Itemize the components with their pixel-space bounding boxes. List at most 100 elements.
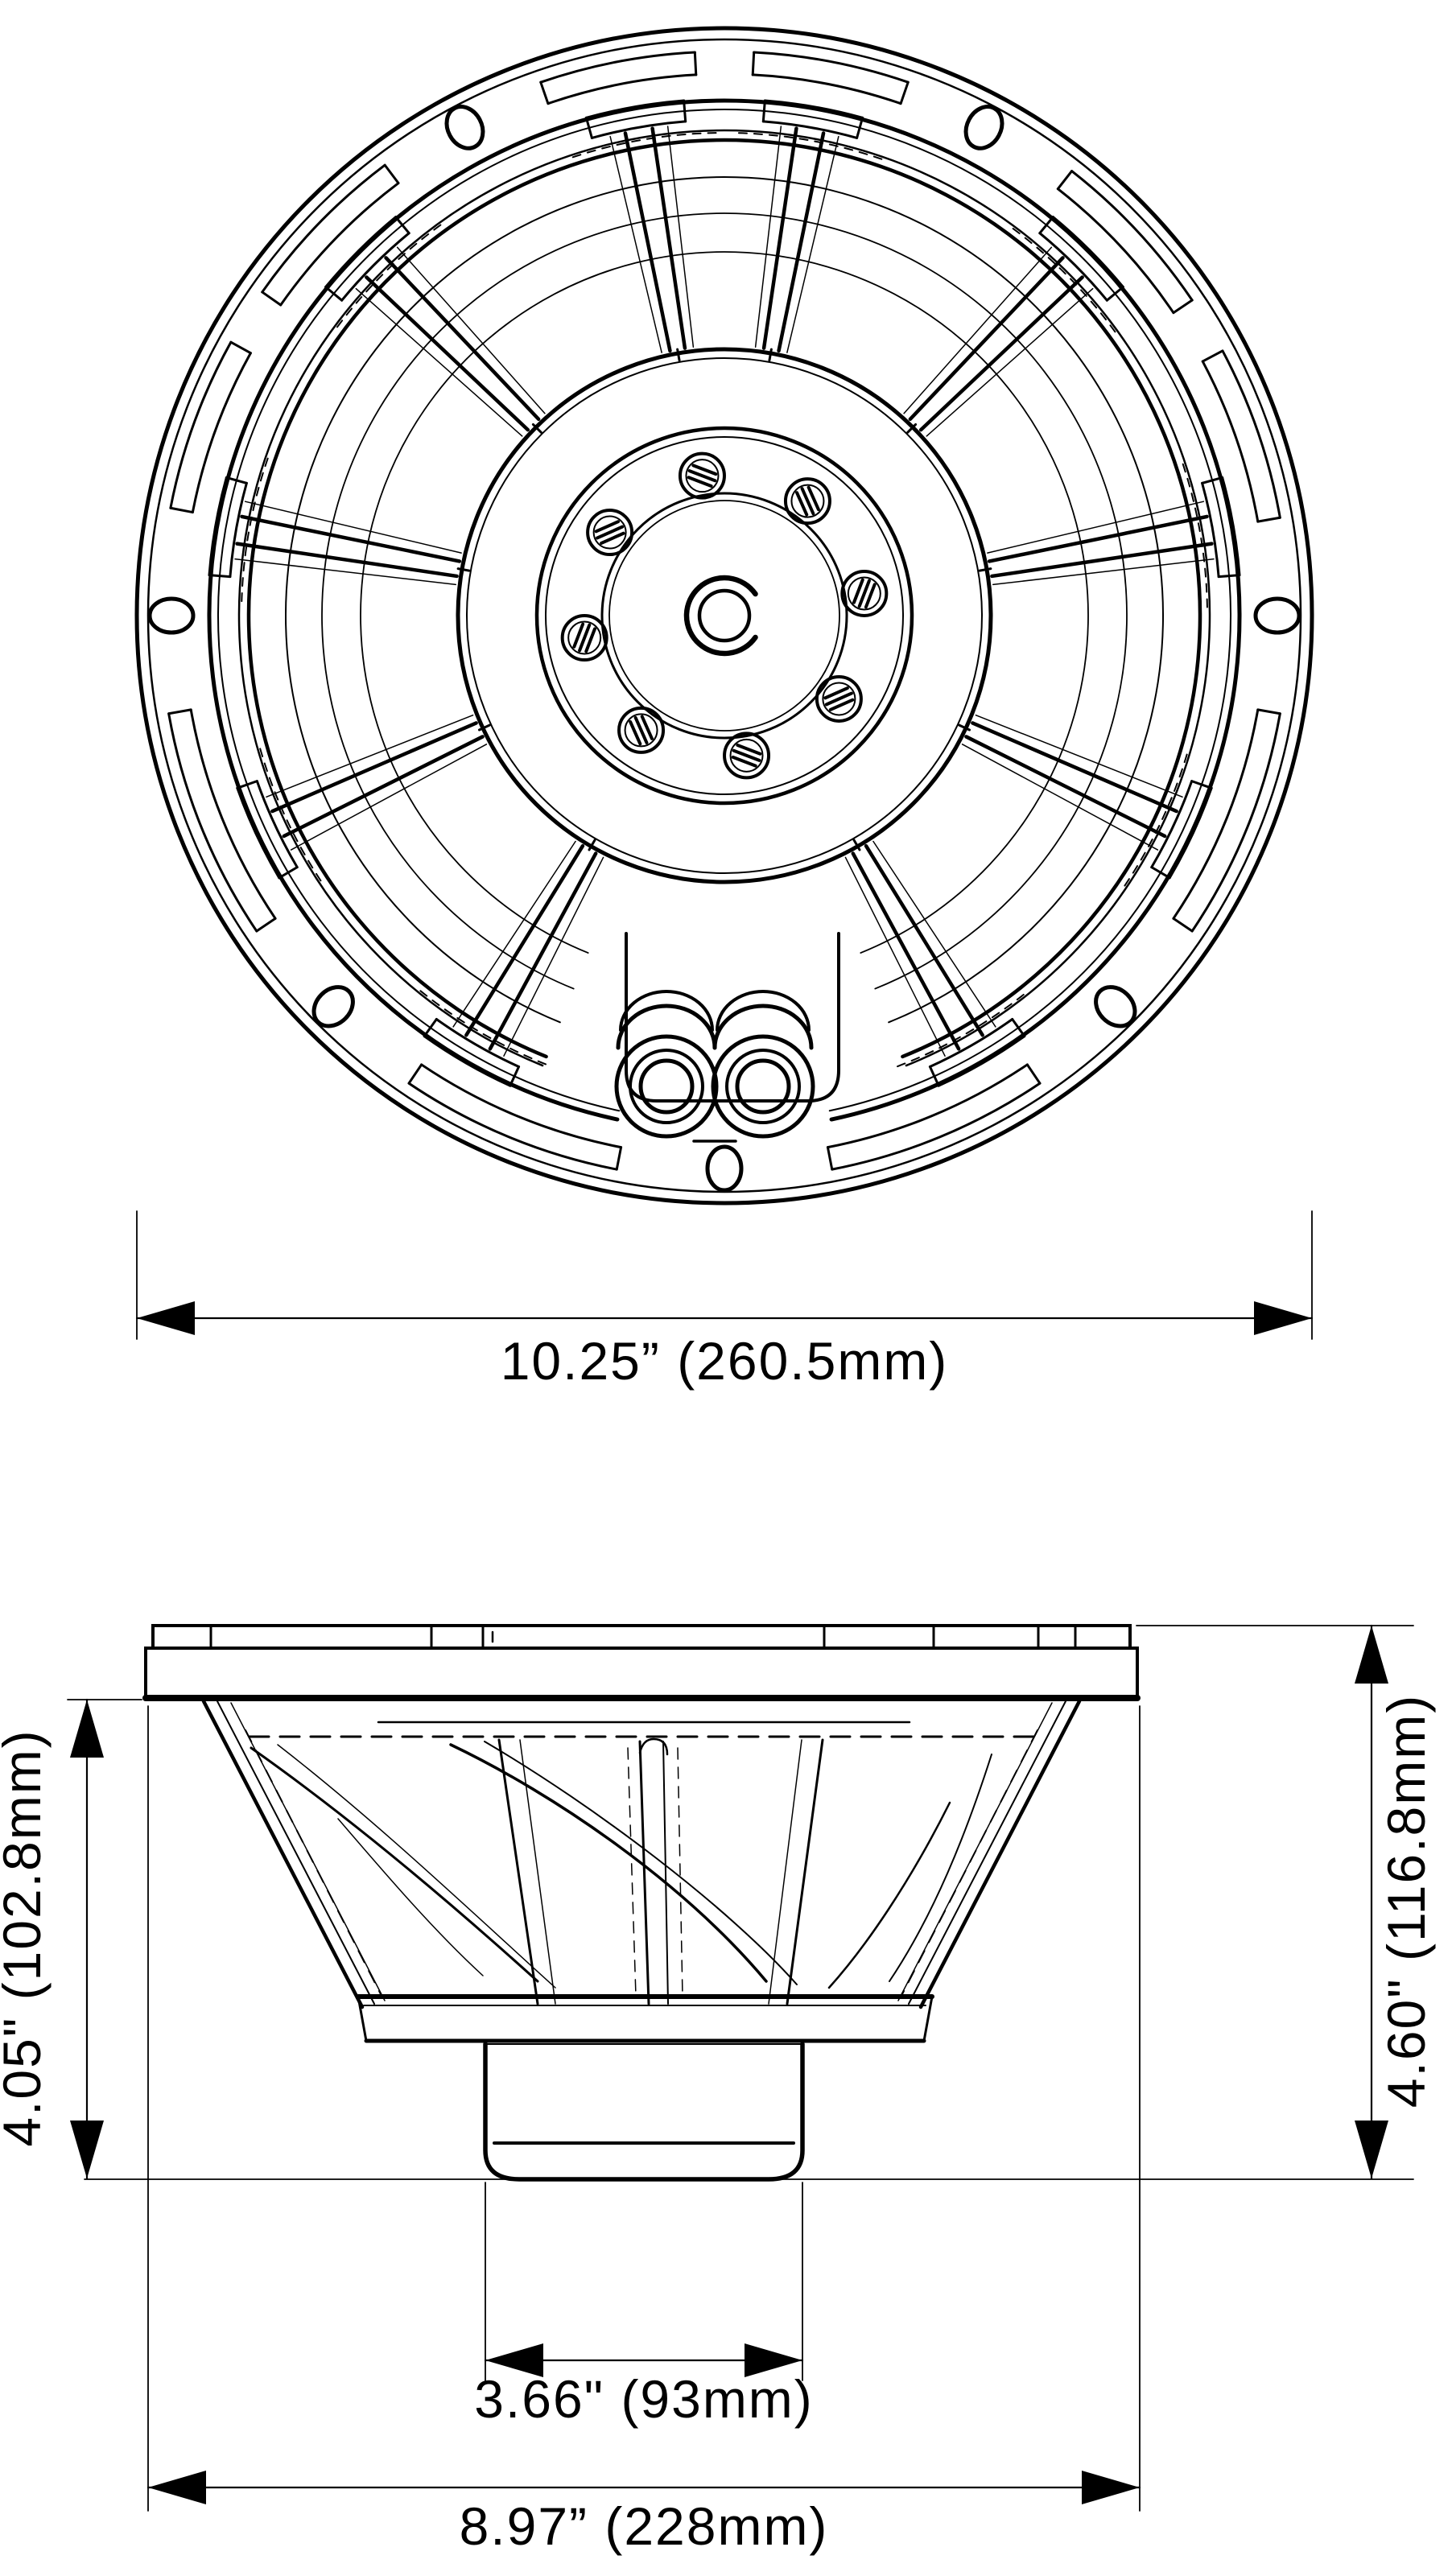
flange-bar [144, 1647, 1139, 1700]
drawing-stroke [1025, 1063, 1042, 1085]
drawing-stroke [992, 558, 1215, 586]
drawing-stroke [250, 1746, 539, 1983]
drawing-stroke [255, 917, 277, 933]
drawing-stroke [134, 26, 1314, 1206]
drawing-stroke [1150, 866, 1171, 880]
drawing-stroke [826, 1063, 1029, 1149]
drawing-stroke [277, 1744, 556, 1989]
dim-label-mounting-depth: 4.05" (102.8mm) [0, 1729, 52, 2146]
drawing-stroke [638, 1740, 650, 2005]
drawing-stroke [572, 622, 585, 649]
drawing-stroke [208, 476, 228, 577]
drawing-stroke [685, 459, 720, 493]
drawing-stroke [1070, 170, 1194, 302]
drawing-stroke [629, 719, 642, 746]
drawing-stroke [337, 1818, 484, 1976]
drawing-stroke [616, 1004, 717, 1050]
drawing-stroke [509, 1065, 521, 1087]
drawing-stroke [1124, 748, 1190, 887]
drawing-stroke [790, 484, 825, 518]
drawing-stroke [452, 840, 576, 1028]
drawing-stroke [840, 569, 889, 617]
drawing-stroke [736, 743, 762, 756]
drawing-stroke [324, 216, 398, 289]
drawing-stroke [1217, 574, 1241, 579]
drawing-stroke [240, 514, 462, 563]
drawing-stroke [1168, 786, 1213, 880]
drawing-stroke [383, 163, 400, 185]
drawing-stroke [456, 347, 993, 884]
drawing-stroke [712, 1004, 814, 1050]
drawing-stroke [987, 501, 1205, 554]
drawing-stroke [586, 509, 634, 557]
drawing-stroke [1201, 360, 1260, 523]
drawing-stroke [753, 51, 910, 84]
drawing-stroke [754, 126, 782, 348]
drawing-stroke [711, 1034, 815, 1139]
drawing-stroke [806, 485, 820, 512]
gasket-bar [151, 1624, 1132, 1650]
drawing-stroke [691, 464, 718, 476]
drawing-stroke [687, 469, 717, 483]
drawing-stroke [357, 1995, 368, 2042]
drawing-stroke [466, 357, 983, 874]
drawing-stroke [394, 216, 410, 235]
drawing-stroke [285, 176, 1164, 1024]
drawing-stroke [852, 839, 861, 851]
drawing-stroke [678, 451, 726, 500]
drawing-stroke [1201, 476, 1224, 484]
dimension-arrowhead [1082, 2471, 1140, 2504]
dimension-arrowhead [70, 1700, 104, 1758]
drawing-stroke [229, 481, 248, 579]
drawing-stroke [1172, 917, 1194, 933]
drawing-stroke [259, 748, 325, 887]
drawing-stroke [851, 851, 961, 1051]
drawing-stroke [786, 1738, 824, 2005]
drawing-stroke [627, 1747, 637, 1997]
drawing-stroke [384, 256, 541, 422]
drawing-stroke [964, 735, 1167, 839]
side-view [84, 1624, 1414, 2182]
drawing-stroke [1011, 1017, 1026, 1038]
drawing-stroke [958, 723, 971, 732]
drawing-stroke [456, 567, 471, 572]
drawing-stroke [191, 352, 252, 514]
drawing-stroke [584, 116, 593, 139]
drawing-stroke [729, 738, 764, 773]
drawing-stroke [857, 579, 871, 608]
drawing-stroke [735, 1058, 791, 1115]
drawing-stroke [560, 614, 608, 662]
drawing-stroke [697, 588, 752, 643]
dimension-arrowhead [148, 2471, 206, 2504]
drawing-stroke [903, 246, 1053, 414]
drawing-stroke [683, 99, 687, 123]
drawing-stroke [768, 1739, 802, 2005]
drawing-stroke [926, 287, 1094, 437]
drawing-stroke [407, 1082, 618, 1171]
drawing-stroke [279, 182, 400, 307]
drawing-stroke [261, 163, 386, 294]
drawing-stroke [217, 109, 1231, 1112]
drawing-stroke [519, 1739, 556, 2005]
drawing-stroke [823, 686, 849, 700]
drawing-stroke [596, 525, 625, 540]
drawing-stroke [600, 531, 625, 545]
drawing-stroke [937, 1035, 1026, 1087]
drawing-stroke [1038, 232, 1108, 302]
drawing-stroke [615, 1146, 623, 1171]
drawing-stroke [777, 131, 826, 353]
drawing-stroke [547, 73, 698, 105]
drawing-stroke [290, 744, 488, 851]
drawing-stroke [435, 1018, 521, 1069]
drawing-stroke [617, 706, 666, 754]
drawing-stroke [1038, 216, 1054, 235]
drawing-stroke [423, 1017, 438, 1038]
drawing-stroke [614, 1034, 719, 1139]
drawing-stroke [761, 126, 798, 350]
drawing-stroke [971, 721, 1178, 814]
drawing-stroke [928, 1065, 940, 1087]
drawing-stroke [761, 120, 859, 139]
drawing-stroke [531, 422, 542, 434]
drawing-stroke [578, 623, 592, 653]
